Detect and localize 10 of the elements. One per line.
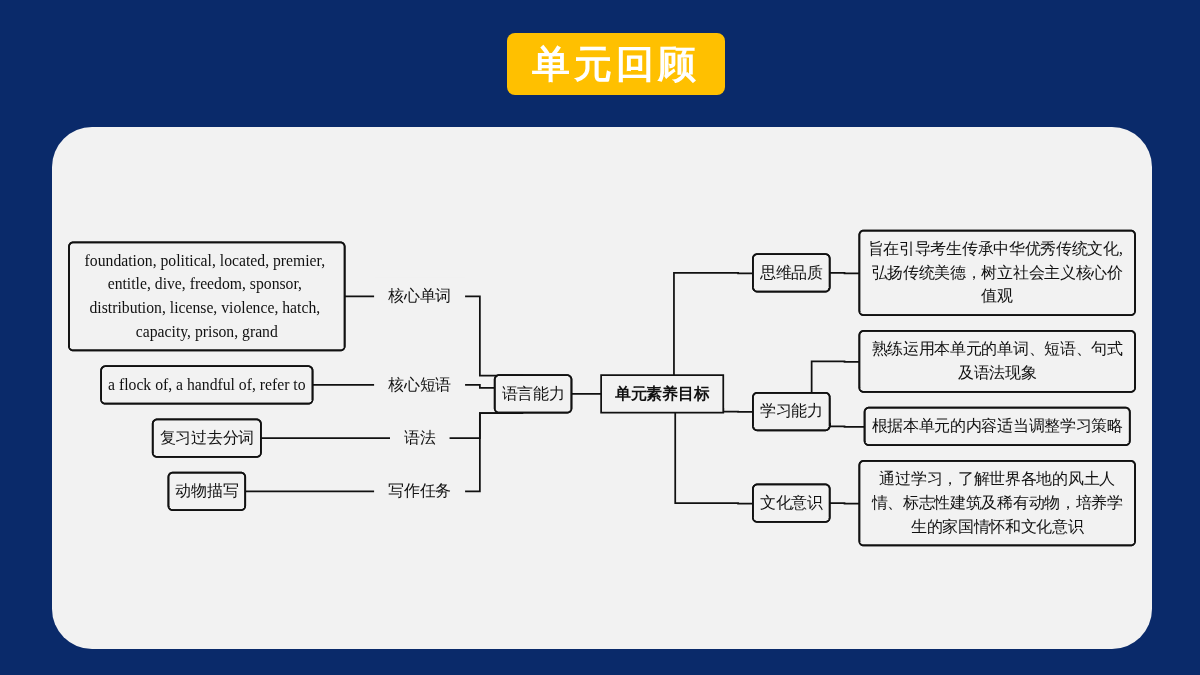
node-text: 语法 bbox=[403, 429, 436, 447]
node-box: 单元素养目标 bbox=[600, 374, 725, 414]
connector bbox=[571, 393, 602, 396]
title: 单元回顾 bbox=[507, 33, 725, 95]
node-text: 核心短语 bbox=[388, 375, 452, 394]
connector bbox=[344, 295, 376, 298]
connector bbox=[312, 384, 376, 387]
connector bbox=[260, 437, 391, 440]
node-text: 写作任务 bbox=[388, 482, 452, 500]
node-text: 核心单词 bbox=[388, 287, 452, 305]
